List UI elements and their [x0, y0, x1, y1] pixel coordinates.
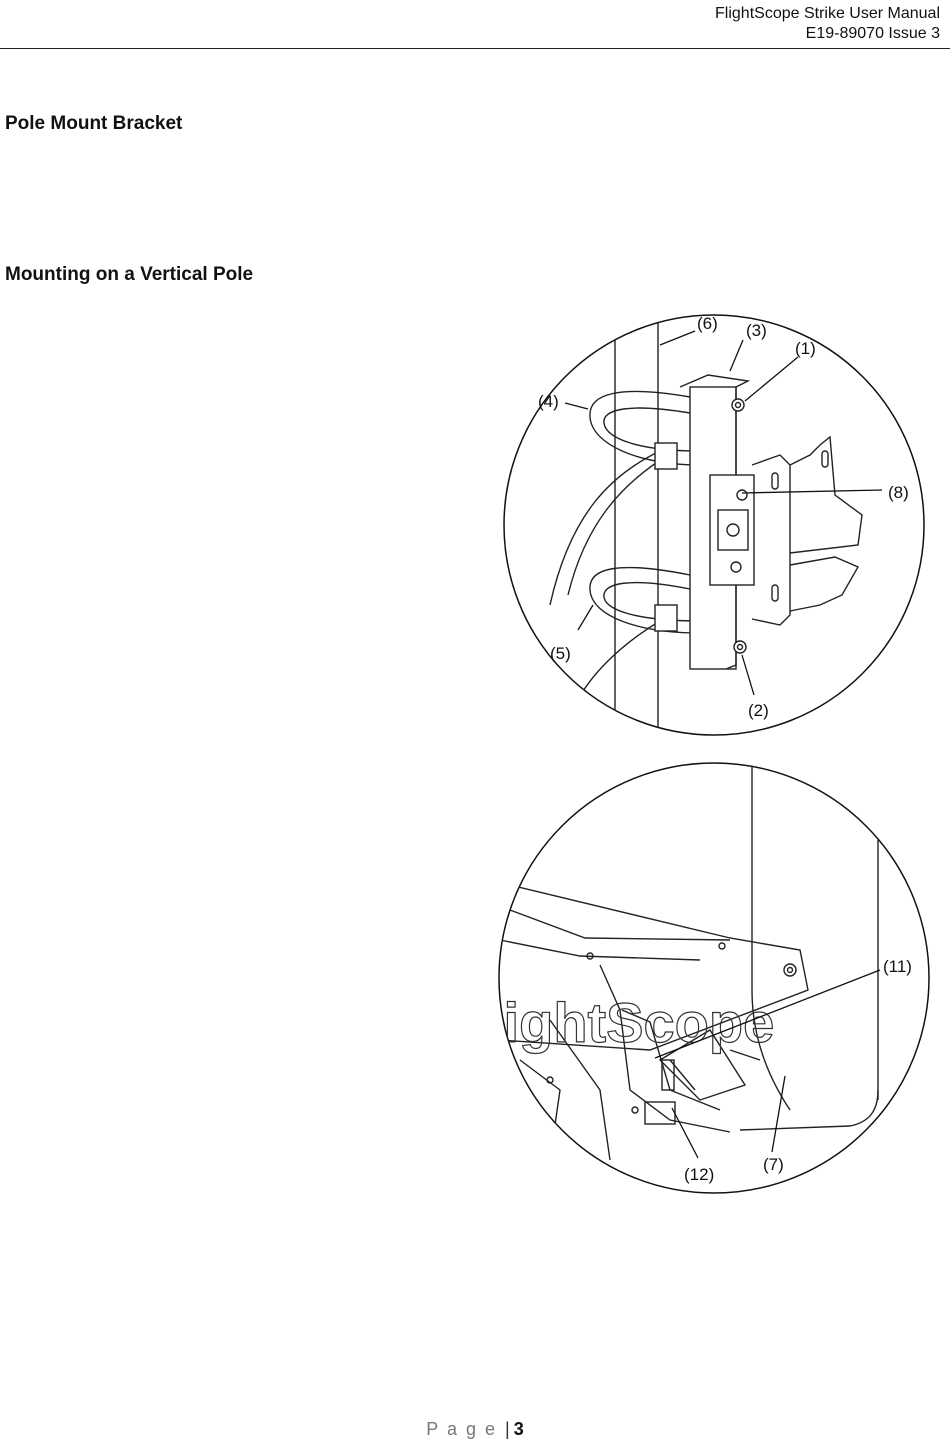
page-label: P a g e — [426, 1419, 497, 1439]
brand-watermark: lightScope — [490, 991, 774, 1054]
device-mount-figure: lightScope (11) (12) (7) — [490, 760, 940, 1200]
section-title-vertical-pole: Mounting on a Vertical Pole — [5, 264, 253, 286]
header-title: FlightScope Strike User Manual — [715, 4, 940, 24]
callout-5: (5) — [550, 644, 571, 663]
section-title-pole-mount: Pole Mount Bracket — [5, 113, 182, 135]
callout-11: (11) — [883, 957, 912, 976]
page-number: 3 — [514, 1419, 524, 1439]
callout-4: (4) — [538, 392, 559, 411]
page-separator: | — [505, 1419, 510, 1439]
header-doc-number: E19-89070 Issue 3 — [715, 24, 940, 44]
header-rule — [0, 48, 950, 49]
callout-6: (6) — [697, 314, 718, 333]
callout-2: (2) — [748, 701, 769, 720]
callout-8: (8) — [888, 483, 909, 502]
callout-12: (12) — [684, 1165, 714, 1184]
page-footer: P a g e |3 — [0, 1419, 950, 1440]
callout-1: (1) — [795, 339, 816, 358]
pole-mount-figure: (6) (3) (1) (4) (8) (5) (2) — [490, 305, 940, 745]
document-header: FlightScope Strike User Manual E19-89070… — [715, 4, 940, 44]
callout-7: (7) — [763, 1155, 784, 1174]
callout-3: (3) — [746, 321, 767, 340]
